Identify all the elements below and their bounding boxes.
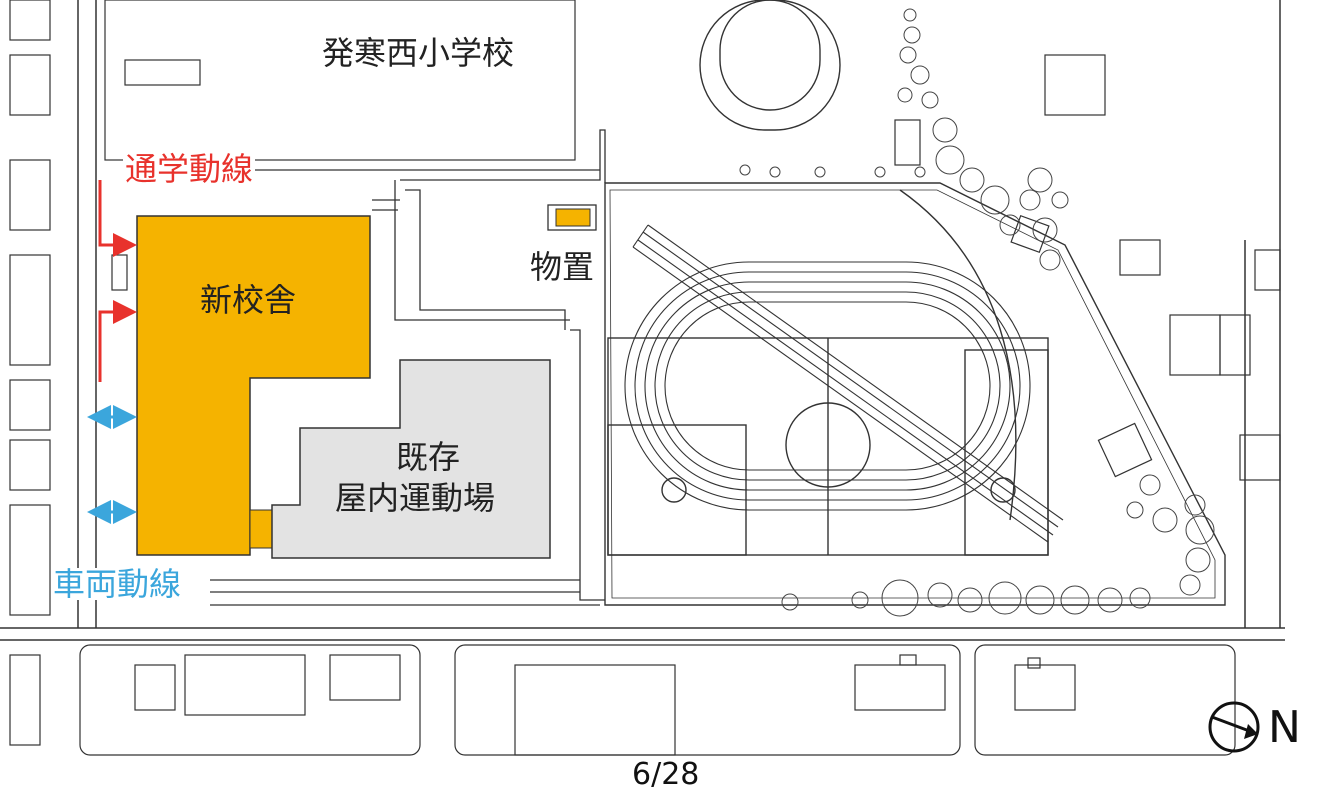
blocks-south bbox=[9, 644, 1236, 756]
blocks-east bbox=[894, 54, 1281, 481]
label-storage: 物置 bbox=[530, 248, 595, 286]
roads bbox=[0, 0, 1285, 641]
school-route-arrows bbox=[98, 180, 137, 382]
label-vehicle-route: 車両動線 bbox=[51, 565, 184, 603]
vehicle-route-arrows bbox=[87, 405, 137, 524]
page-number: 6/28 bbox=[632, 757, 700, 792]
north-arrow-icon bbox=[1208, 701, 1260, 753]
label-school-route: 通学動線 bbox=[123, 150, 256, 188]
running-track bbox=[624, 261, 1031, 511]
compass-label: N bbox=[1268, 702, 1301, 753]
site-linework bbox=[190, 129, 606, 606]
label-existing-gym-line1: 既存 bbox=[396, 438, 461, 476]
blocks-west bbox=[9, 0, 576, 616]
trees bbox=[739, 8, 1215, 617]
existing-gym bbox=[271, 359, 551, 559]
label-existing-gym-line2: 屋内運動場 bbox=[335, 479, 496, 517]
straight-track bbox=[632, 224, 1064, 543]
label-school: 発寒西小学校 bbox=[322, 34, 515, 72]
school-grounds bbox=[604, 0, 1226, 606]
storage-shed bbox=[555, 208, 591, 227]
new-building bbox=[136, 215, 371, 556]
label-new-building: 新校舎 bbox=[200, 281, 297, 319]
